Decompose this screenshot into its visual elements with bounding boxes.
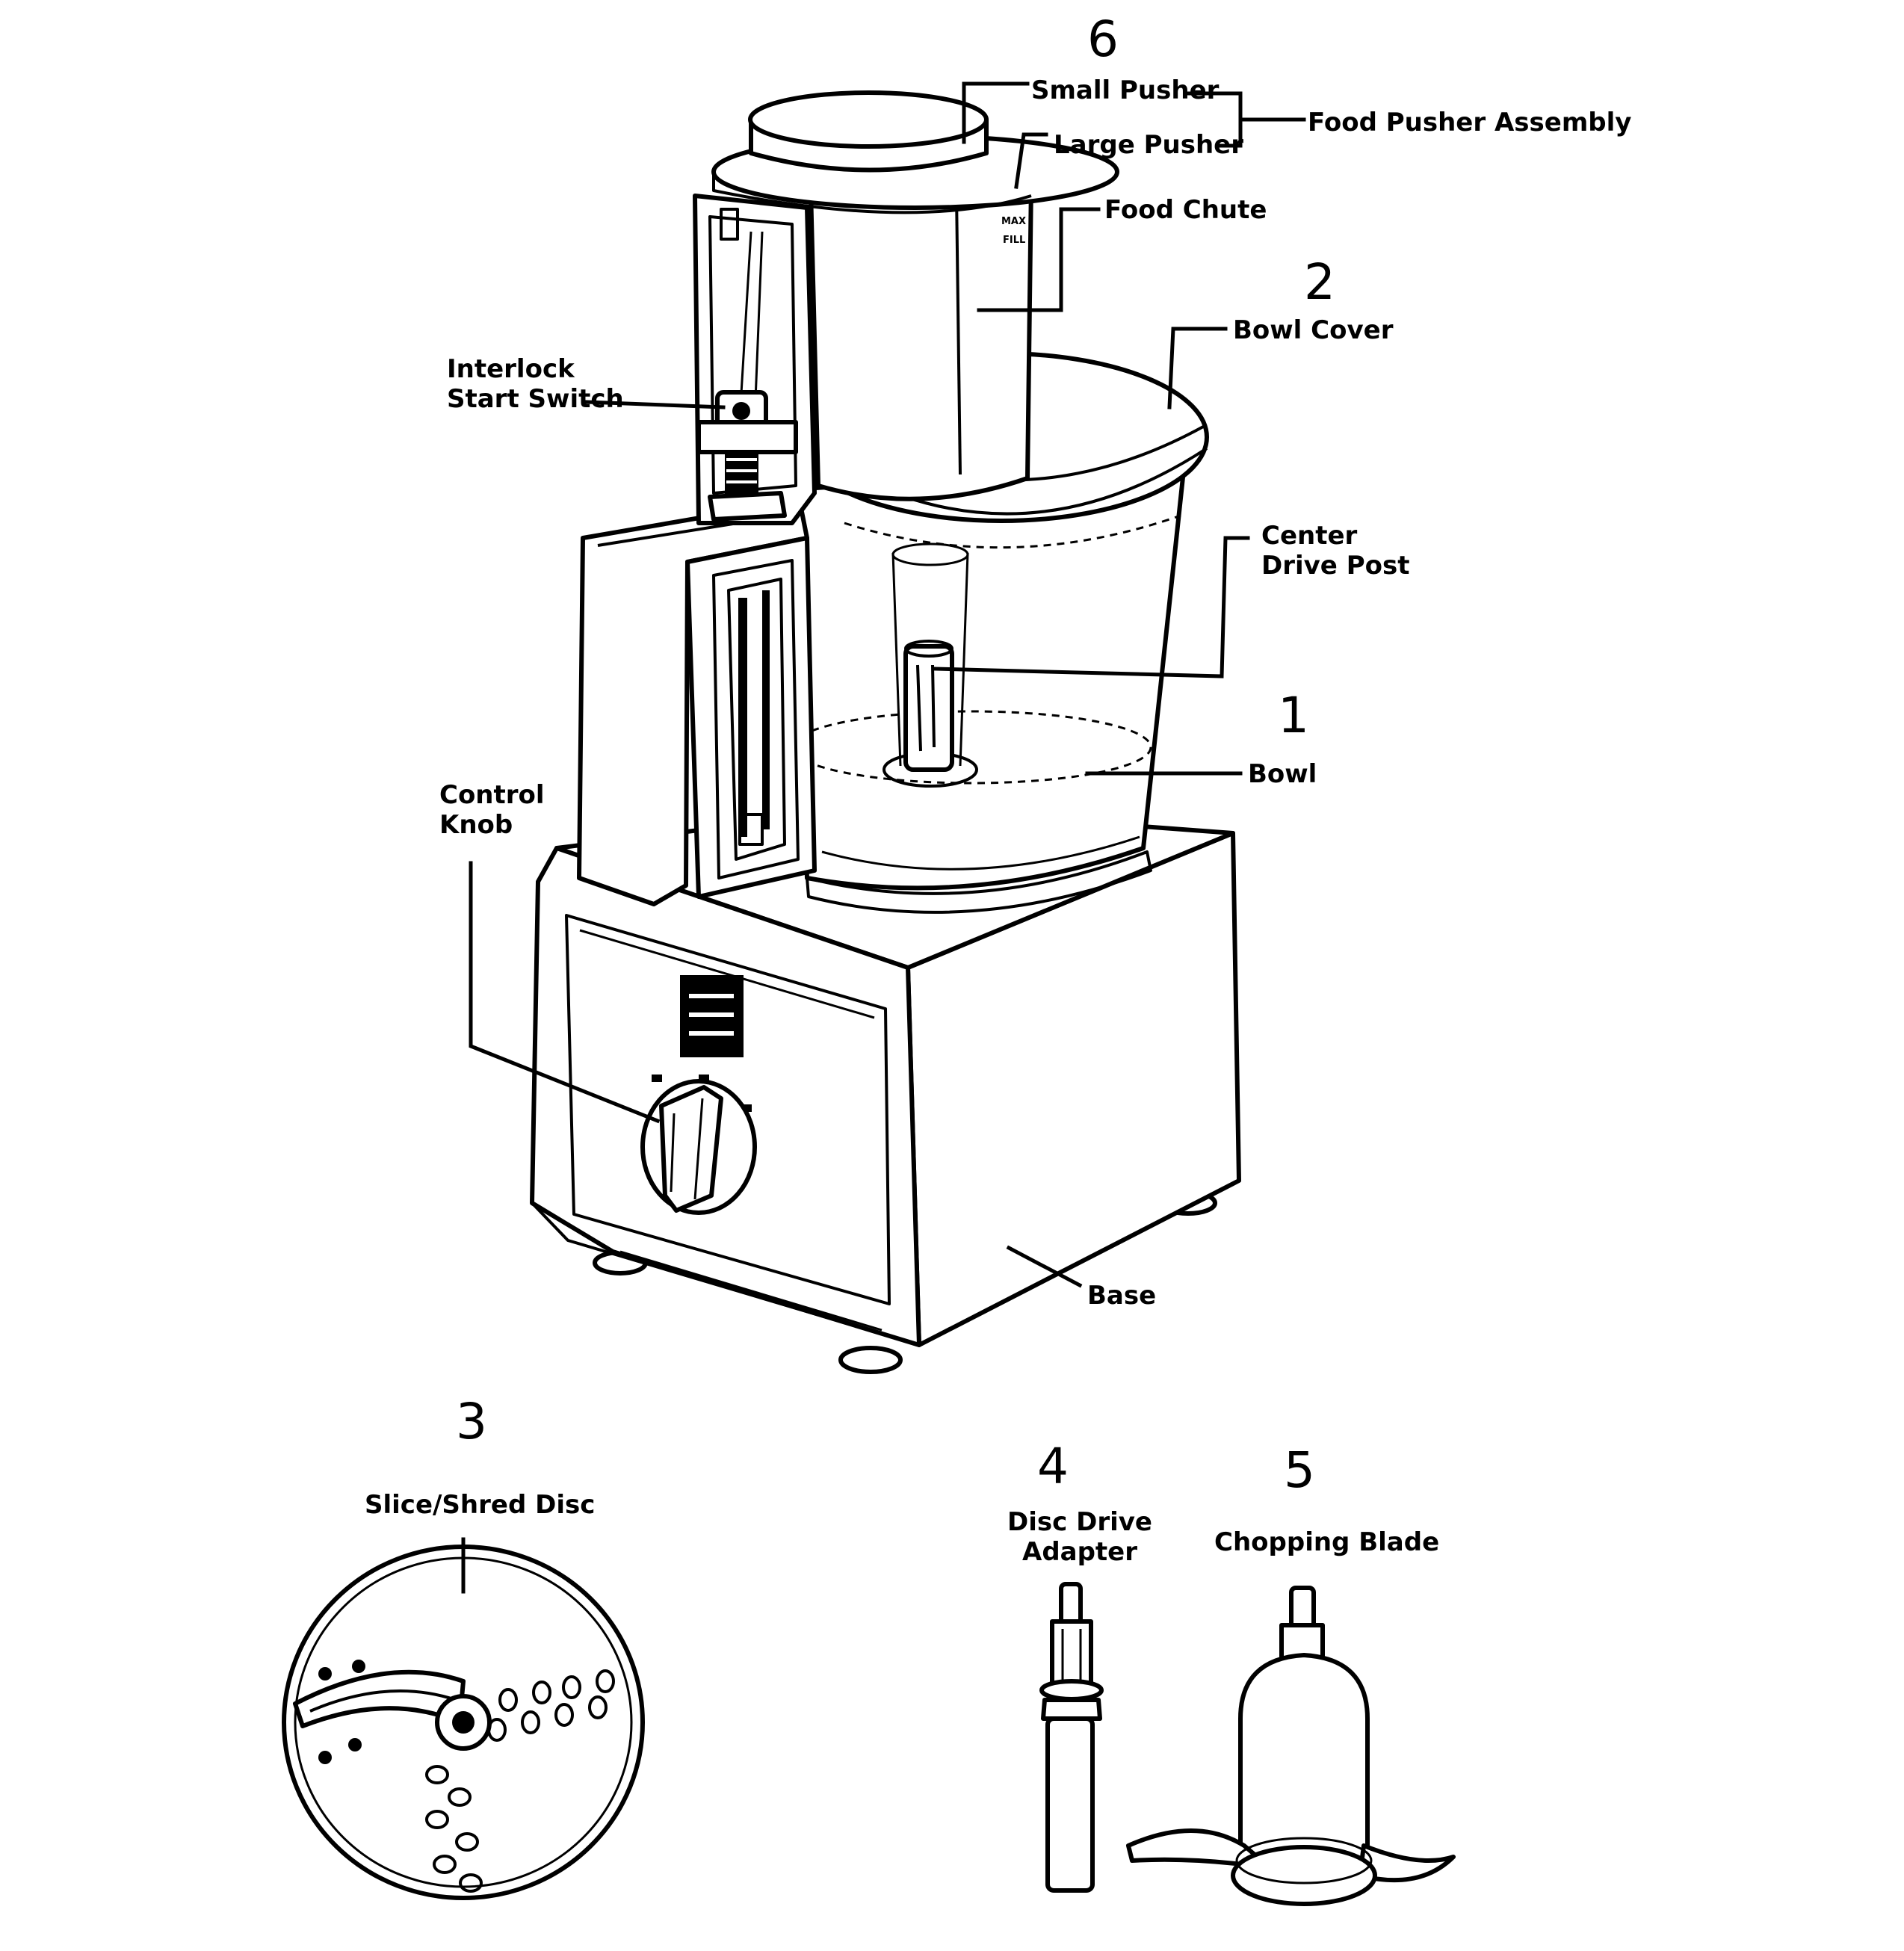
small-pusher	[748, 90, 989, 173]
interlock-start-switch	[696, 390, 798, 522]
slice-shred-disc	[282, 1545, 645, 1900]
label-small-pusher: Small Pusher	[1031, 75, 1220, 105]
part-number-3: 3	[456, 1393, 487, 1450]
svg-text:FILL: FILL	[1003, 235, 1025, 246]
part-number-2: 2	[1304, 253, 1335, 311]
label-interlock-line1: Interlock	[447, 354, 575, 384]
label-center-drive-line2: Drive Post	[1261, 551, 1409, 581]
label-disc-drive-line1: Disc Drive	[1007, 1507, 1152, 1537]
label-bowl-cover: Bowl Cover	[1233, 315, 1394, 345]
label-control-knob-line1: Control	[439, 780, 545, 810]
label-interlock-line2: Start Switch	[447, 384, 624, 414]
bowl	[791, 461, 1187, 914]
shred-holes	[425, 1669, 615, 1893]
chopping-blade	[1126, 1586, 1456, 1906]
part-number-6: 6	[1087, 10, 1119, 68]
part-number-4: 4	[1037, 1438, 1069, 1495]
label-bowl: Bowl	[1248, 759, 1317, 789]
label-chopping-blade: Chopping Blade	[1214, 1527, 1439, 1557]
leader-lines	[461, 81, 1306, 1594]
callout-labels: 6 Small Pusher Large Pusher Food Pusher …	[365, 10, 1631, 1567]
control-knob[interactable]	[640, 1079, 757, 1215]
part-number-5: 5	[1284, 1441, 1315, 1499]
label-control-knob-line2: Knob	[439, 810, 513, 840]
label-slice-shred-disc: Slice/Shred Disc	[365, 1490, 595, 1520]
label-large-pusher: Large Pusher	[1054, 130, 1243, 160]
label-food-pusher-assembly: Food Pusher Assembly	[1308, 108, 1631, 137]
label-food-chute: Food Chute	[1104, 195, 1267, 225]
label-disc-drive-line2: Adapter	[1022, 1537, 1137, 1567]
center-drive-post	[883, 542, 978, 788]
svg-text:MAX: MAX	[1001, 216, 1026, 227]
disc-drive-adapter	[1039, 1582, 1104, 1893]
bowl-handle	[577, 498, 817, 906]
label-center-drive-line1: Center	[1261, 521, 1358, 551]
label-base: Base	[1087, 1281, 1156, 1311]
part-number-1: 1	[1278, 687, 1309, 744]
